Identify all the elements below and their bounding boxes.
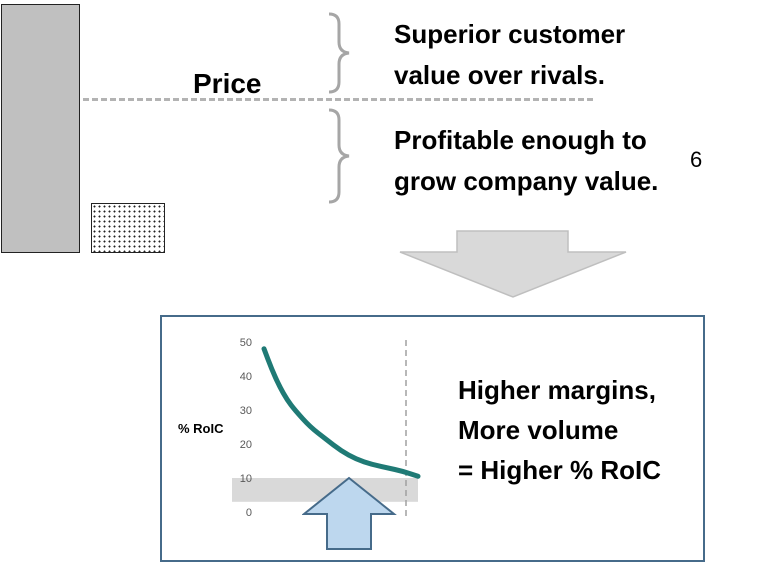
lower-text-line-1: Profitable enough to	[394, 125, 647, 155]
roic-chart: 0 10 20 30 40 50	[232, 337, 421, 519]
tall-bar	[1, 4, 80, 253]
upper-brace	[328, 12, 350, 94]
upper-text-line-2: value over rivals.	[394, 60, 606, 90]
lower-text-line-2: grow company value.	[394, 166, 659, 196]
y-tick-label: 10	[240, 473, 252, 485]
upper-text-line-1: Superior customer	[394, 19, 626, 49]
y-tick-label: 40	[240, 371, 252, 383]
upper-brace-text: Superior customer value over rivals.	[394, 14, 625, 96]
conclusion-text: Higher margins, More volume = Higher % R…	[458, 370, 661, 490]
lower-brace-text: Profitable enough to grow company value.	[394, 120, 658, 202]
roic-curve	[261, 346, 421, 479]
conclusion-line-1: Higher margins,	[458, 375, 656, 405]
y-tick-label: 30	[240, 405, 252, 417]
chart-y-axis-label: % RoIC	[178, 421, 224, 436]
footnote-number: 6	[690, 147, 703, 172]
dotted-box	[91, 203, 165, 253]
down-arrow	[399, 230, 627, 298]
conclusion-line-2: More volume	[458, 415, 619, 445]
y-tick-label: 50	[240, 337, 252, 349]
conclusion-box	[160, 315, 705, 562]
up-arrow	[302, 476, 397, 550]
lower-brace	[328, 108, 350, 204]
y-tick-label: 0	[246, 507, 252, 519]
y-tick-label: 20	[240, 439, 252, 451]
price-dashed-line	[83, 98, 593, 101]
price-label: Price	[193, 68, 262, 99]
conclusion-line-3: = Higher % RoIC	[458, 455, 661, 485]
